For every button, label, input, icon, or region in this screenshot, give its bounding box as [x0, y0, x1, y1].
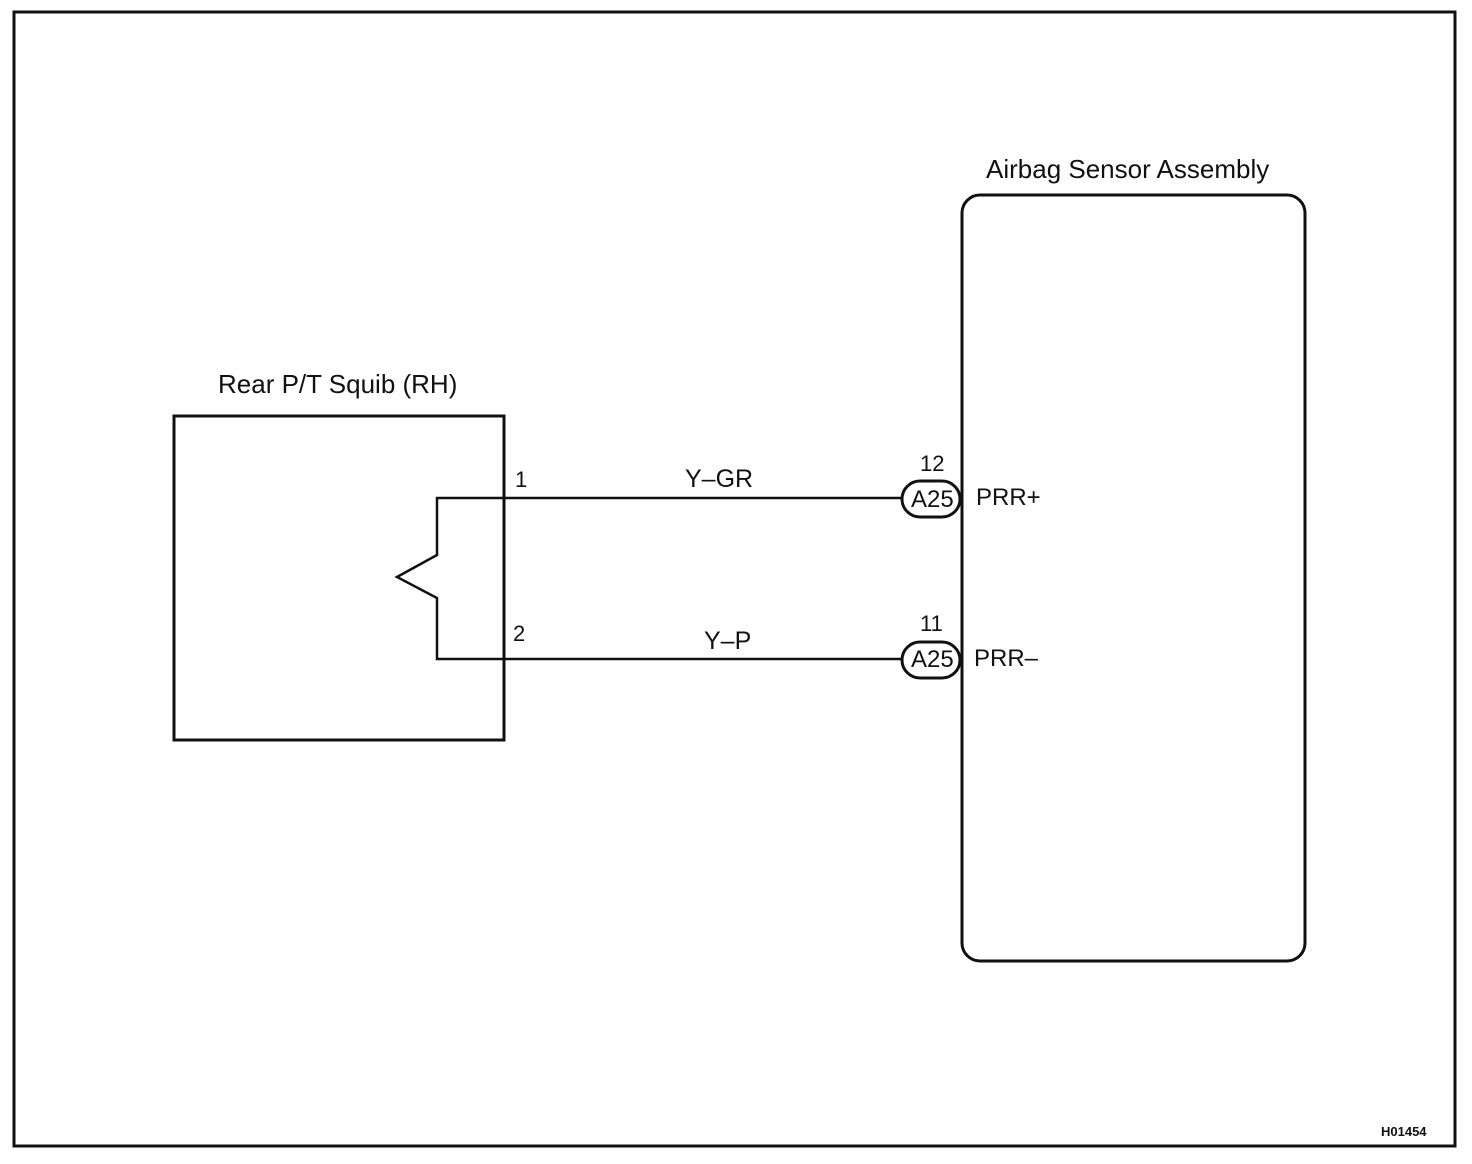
squib-pin-2-number: 2	[513, 621, 526, 646]
figure-reference-id: H01454	[1381, 1124, 1427, 1139]
sensor-assembly-title: Airbag Sensor Assembly	[986, 154, 1270, 184]
squib-pin-1-number: 1	[515, 467, 528, 492]
sensor-pin-12-number: 12	[920, 451, 945, 476]
connector-oval-12	[900, 479, 962, 519]
connector-code-12: A25	[911, 486, 954, 513]
signal-prr-plus: PRR+	[976, 484, 1041, 511]
connector-oval-11	[900, 640, 962, 680]
signal-prr-minus: PRR–	[974, 645, 1039, 672]
wire-color-pin2: Y–P	[704, 627, 752, 655]
wire-color-pin1: Y–GR	[685, 465, 754, 493]
sensor-pin-11-number: 11	[920, 611, 943, 636]
squib-title: Rear P/T Squib (RH)	[218, 369, 458, 399]
diagram-frame	[12, 10, 1457, 1148]
squib-box	[172, 414, 506, 742]
squib-element-symbol	[394, 496, 503, 661]
connector-code-11: A25	[911, 646, 954, 673]
sensor-assembly-box	[960, 193, 1307, 963]
